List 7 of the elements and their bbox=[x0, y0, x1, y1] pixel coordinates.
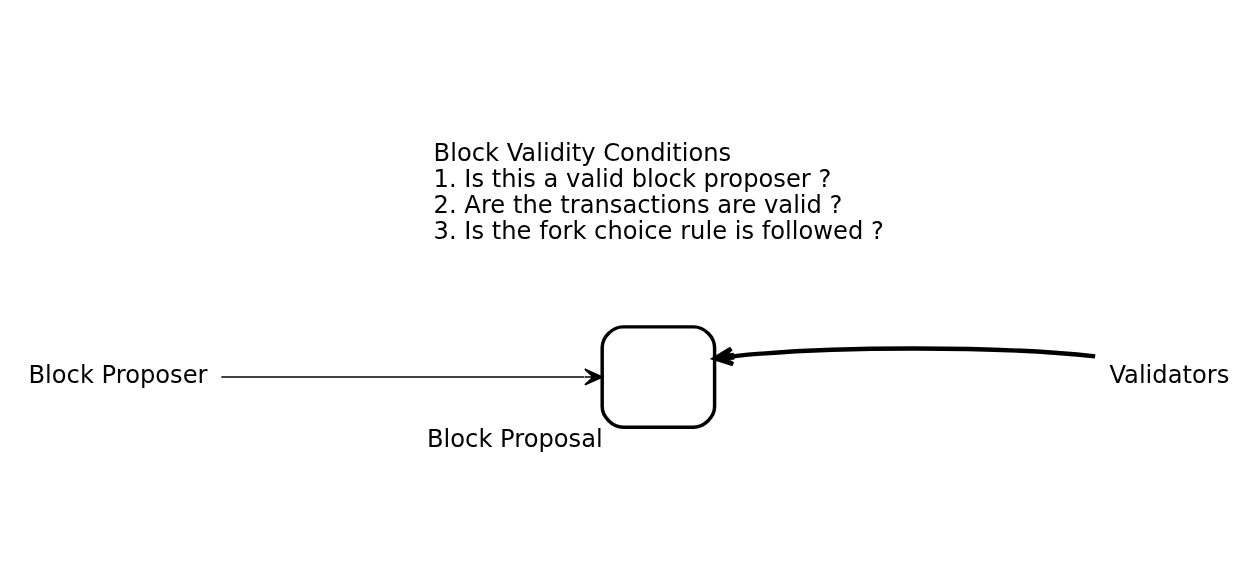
label: 3. Is the fork choice rule is followed ? bbox=[433, 217, 884, 246]
label: Block Validity Conditions bbox=[433, 139, 732, 168]
label: 2. Are the transactions are valid ? bbox=[433, 191, 843, 220]
label: 1. Is this a valid block proposer ? bbox=[433, 165, 832, 194]
node-label: Block Proposal bbox=[426, 424, 603, 453]
node-text: Block Proposer bbox=[28, 361, 208, 390]
node-text: Validators bbox=[1109, 361, 1230, 390]
